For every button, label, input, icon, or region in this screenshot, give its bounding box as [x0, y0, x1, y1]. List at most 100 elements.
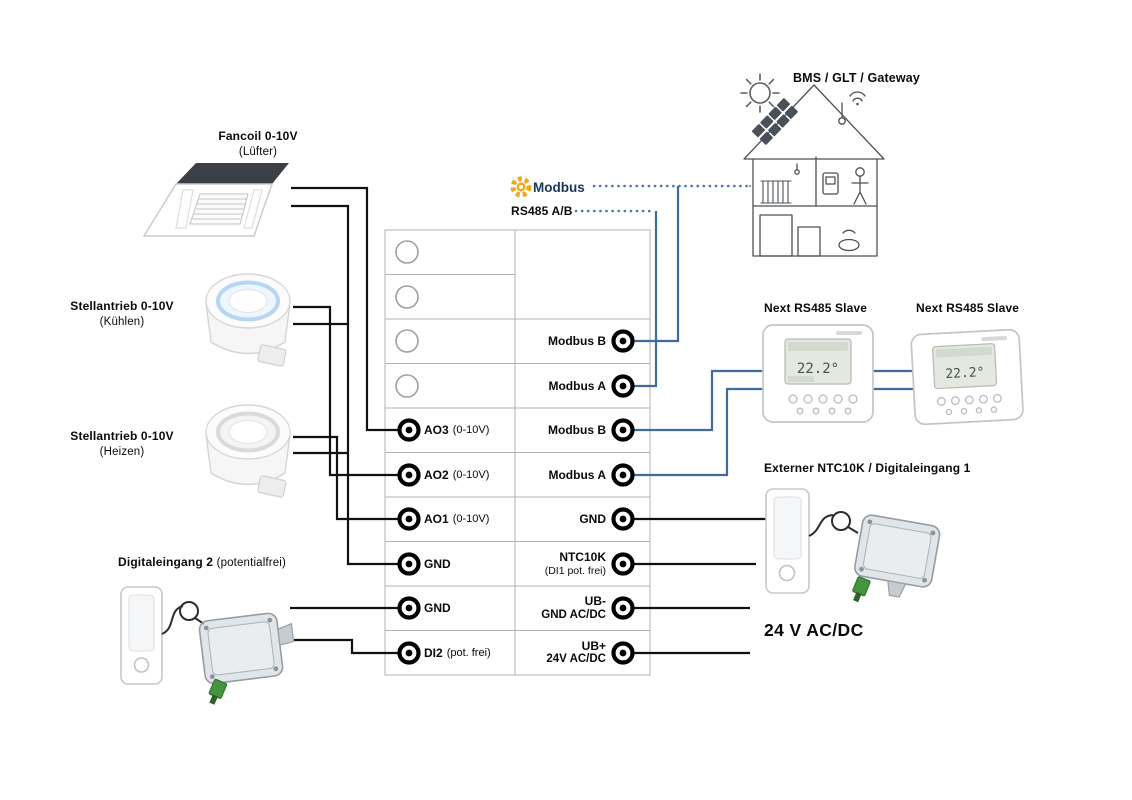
terminal-suffix-di2: (pot. frei) — [446, 646, 491, 659]
terminal-suffix-ao3: (0-10V) — [452, 424, 490, 437]
terminal-label-ntc10k: NTC10K — [559, 550, 606, 565]
appliance-icon — [759, 214, 793, 257]
terminal-circle-empty — [395, 374, 419, 398]
terminal-suffix-ao2: (0-10V) — [452, 468, 490, 481]
fancoil-label: Fancoil 0-10V (Lüfter) — [188, 129, 328, 160]
terminal-ub-minus — [614, 599, 633, 618]
wire-modbus-a-up — [633, 211, 658, 388]
terminal-gnd-right — [614, 510, 633, 529]
terminal-ntc10k — [614, 555, 633, 574]
actuator-heat-label-line2: (Heizen) — [99, 445, 145, 458]
slave2-screen-value: 22.2° — [945, 365, 985, 382]
wires-analog — [290, 186, 770, 655]
terminal-label-gnd-2: GND — [424, 601, 451, 616]
junction-box-icon — [198, 612, 295, 705]
ntc-sensor-box-icon — [852, 514, 941, 603]
slave-thermostat-2: 22.2° — [910, 328, 1024, 426]
terminal-gnd-1 — [400, 555, 419, 574]
digital-input-2-label-bold: Digitaleingang 2 — [118, 555, 214, 569]
wire-cool-ao2 — [293, 305, 399, 477]
terminal-di2 — [400, 644, 419, 663]
terminal-row-ao1: AO1 (0-10V) — [424, 497, 512, 542]
actuator-cool-label-line1: Stellantrieb 0-10V — [70, 299, 174, 313]
terminal-modbus-a1 — [614, 377, 633, 396]
terminal-label-ao2: AO2 — [424, 467, 449, 482]
fancoil-label-line2: (Lüfter) — [238, 145, 278, 158]
modbus-gear-icon — [510, 176, 532, 198]
terminal-circle-empty — [395, 240, 419, 264]
bms-gateway-illustration — [743, 84, 885, 257]
terminal-label-modbus-a2: Modbus A — [548, 467, 606, 482]
ntc-di1-device — [765, 488, 941, 603]
radiator-icon — [760, 180, 792, 204]
terminal-row-ao3: AO3 (0-10V) — [424, 408, 512, 453]
wire-fancoil-ao3 — [291, 186, 399, 432]
wire-heat-ao1 — [293, 435, 399, 521]
actuator-cool-label-line2: (Kühlen) — [99, 315, 145, 328]
modbus-logo: Modbus — [510, 176, 585, 198]
modbus-logo-text: Modbus — [533, 180, 585, 195]
actuator-cool-device — [205, 273, 291, 367]
wire-slave1-b — [633, 369, 763, 432]
terminal-modbus-a2 — [614, 466, 633, 485]
terminal-ao1 — [400, 510, 419, 529]
power-supply-label: 24 V AC/DC — [764, 620, 864, 640]
rs485-label: RS485 A/B — [511, 204, 573, 218]
terminal-row-ao2: AO2 (0-10V) — [424, 453, 512, 498]
slave1-label: Next RS485 Slave — [764, 301, 868, 315]
fancoil-label-line1: Fancoil 0-10V — [218, 129, 298, 143]
wire-modbus-b-up — [633, 186, 680, 343]
terminal-row-modbus-b2: Modbus B — [509, 408, 606, 453]
terminal-label-di2: DI2 — [424, 645, 443, 660]
terminal-row-di2: DI2 (pot. frei) — [424, 631, 512, 676]
terminal-sublabel-ub-plus: 24V AC/DC — [546, 653, 606, 666]
terminal-suffix-ao1: (0-10V) — [452, 513, 490, 526]
terminal-label-ub-plus: UB+ — [581, 638, 606, 653]
actuator-heat-label: Stellantrieb 0-10V (Heizen) — [52, 429, 192, 460]
ntc-di1-label: Externer NTC10K / Digitaleingang 1 — [764, 461, 971, 475]
digital-input-2-label: Digitaleingang 2 (potentialfrei) — [98, 555, 306, 571]
terminal-table-grid — [384, 229, 651, 676]
actuator-cool-label: Stellantrieb 0-10V (Kühlen) — [52, 299, 192, 330]
digital-input-2-device — [120, 586, 295, 705]
terminal-row-ntc10k: NTC10K (DI1 pot. frei) — [509, 542, 606, 587]
terminal-label-ao3: AO3 — [424, 423, 449, 438]
terminal-modbus-b2 — [614, 421, 633, 440]
slave1-screen-value: 22.2° — [797, 361, 839, 377]
slave2-touch-buttons — [936, 393, 1002, 416]
terminal-row-gnd-right: GND — [509, 497, 606, 542]
actuator-heat-label-line1: Stellantrieb 0-10V — [70, 429, 174, 443]
terminal-label-modbus-a1: Modbus A — [548, 378, 606, 393]
terminal-modbus-b1 — [614, 332, 633, 351]
terminal-row-modbus-b1: Modbus B — [509, 319, 606, 364]
terminal-label-gnd-1: GND — [424, 556, 451, 571]
solar-panels-icon — [751, 98, 798, 145]
terminal-ao2 — [400, 466, 419, 485]
terminal-label-gnd-right: GND — [579, 512, 606, 527]
digital-input-2-label-sub: (potentialfrei) — [216, 557, 286, 569]
gateway-device-icon — [838, 238, 860, 252]
actuator-heat-device — [205, 404, 291, 498]
terminal-sublabel-ntc10k: (DI1 pot. frei) — [544, 564, 606, 577]
terminal-circle-empty — [395, 285, 419, 309]
sun-icon — [740, 73, 780, 113]
slave1-touch-buttons — [788, 394, 858, 415]
wire-di2-signal — [294, 638, 399, 655]
terminal-label-ub-minus: UB- — [584, 594, 606, 609]
slave-thermostat-1: 22.2° — [762, 324, 874, 423]
fancoil-device — [142, 163, 289, 237]
wire-fancoil-gnd — [291, 204, 399, 566]
terminal-label-ao1: AO1 — [424, 512, 449, 527]
terminal-row-modbus-a2: Modbus A — [509, 453, 606, 498]
terminal-row-gnd-2: GND — [424, 586, 512, 631]
slave2-label: Next RS485 Slave — [916, 301, 1020, 315]
wifi-icon — [849, 91, 866, 102]
terminal-ub-plus — [614, 644, 633, 663]
terminal-row-gnd-1: GND — [424, 542, 512, 587]
door-contact-icon — [120, 586, 163, 685]
bms-gateway-label: BMS / GLT / Gateway — [793, 71, 920, 85]
terminal-sublabel-ub-minus: GND AC/DC — [541, 608, 606, 621]
terminal-label-modbus-b2: Modbus B — [548, 423, 606, 438]
